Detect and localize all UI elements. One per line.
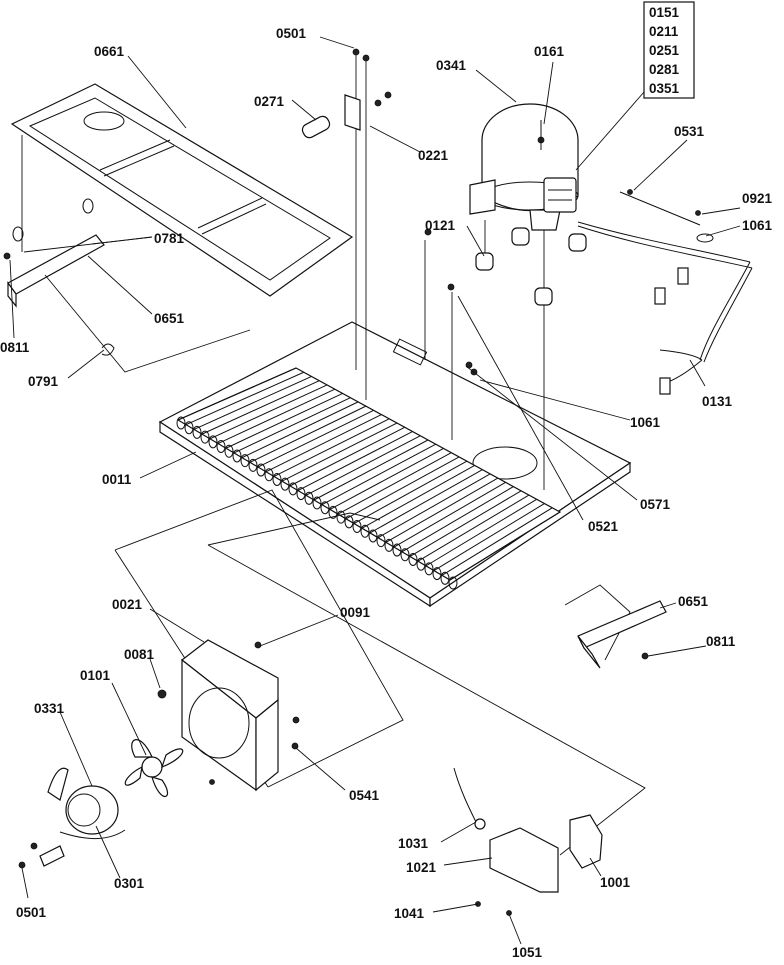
callout-0021: 0021: [112, 597, 143, 612]
callout-0011: 0011: [102, 472, 132, 487]
grommets-0121: [475, 227, 587, 306]
bracket-left-0651: [3, 198, 115, 356]
callout-0651-right: 0651: [678, 594, 709, 609]
fan-bracket-0021: [157, 639, 300, 792]
callout-0521: 0521: [588, 519, 619, 534]
callout-0651-left: 0651: [154, 311, 185, 326]
relay-assembly-1001: [453, 767, 603, 916]
boxed-label-3: 0251: [649, 43, 680, 58]
callout-0331: 0331: [34, 701, 65, 716]
boxed-label-5: 0351: [649, 81, 680, 96]
callout-1041: 1041: [394, 906, 425, 921]
callout-0161: 0161: [534, 44, 565, 59]
callout-0531: 0531: [674, 124, 705, 139]
shroud-plate-0661: [10, 83, 354, 297]
callout-labels: 0501 0661 0271 0221 0341 0161 0531 0921 …: [0, 26, 773, 960]
callout-0081: 0081: [124, 647, 155, 662]
callout-0571: 0571: [640, 497, 671, 512]
wire-harness-0131: [577, 189, 753, 395]
callout-1051: 1051: [512, 945, 543, 960]
callout-0301: 0301: [114, 876, 145, 891]
base-screws: [424, 228, 478, 376]
boxed-label-2: 0211: [649, 24, 679, 39]
compressor-0341: [469, 103, 579, 231]
boxed-part-group: 0151 0211 0251 0281 0351: [643, 1, 695, 99]
callout-1061-mid: 1061: [630, 415, 661, 430]
callout-0131: 0131: [702, 394, 733, 409]
fan-blade-0101: [124, 739, 184, 797]
callout-0541: 0541: [349, 788, 380, 803]
callout-0661: 0661: [94, 44, 125, 59]
leader-lines: [9, 36, 741, 945]
callout-0921: 0921: [742, 191, 773, 206]
callout-1021: 1021: [406, 860, 437, 875]
callout-0811-left: 0811: [0, 340, 30, 355]
callout-1061-right: 1061: [742, 218, 773, 233]
callout-0221: 0221: [418, 148, 449, 163]
bracket-right-0651: [577, 600, 667, 669]
callout-0121: 0121: [425, 218, 456, 233]
callout-0791: 0791: [28, 374, 59, 389]
fan-motor-0331: [18, 767, 126, 869]
callout-0811-right: 0811: [706, 634, 736, 649]
callout-0091: 0091: [340, 605, 371, 620]
capacitor-0271: [301, 48, 392, 139]
boxed-label-1: 0151: [649, 5, 680, 20]
callout-0271: 0271: [254, 94, 285, 109]
callout-0501-top: 0501: [276, 26, 307, 41]
callout-0781: 0781: [154, 231, 185, 246]
callout-0501-bottom: 0501: [16, 905, 47, 920]
boxed-label-4: 0281: [649, 62, 680, 77]
callout-1031: 1031: [398, 836, 429, 851]
callout-0341: 0341: [436, 58, 467, 73]
callout-1001: 1001: [600, 875, 631, 890]
condenser-coil: [176, 367, 562, 590]
callout-0101: 0101: [80, 668, 111, 683]
